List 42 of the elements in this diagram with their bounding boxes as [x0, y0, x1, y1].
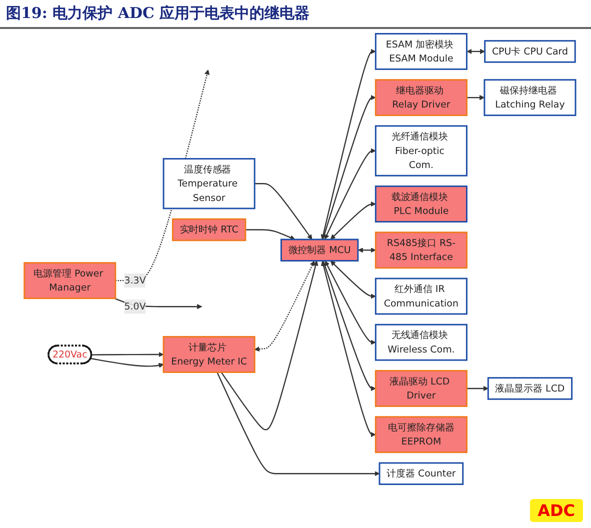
arrow	[216, 372, 380, 476]
arrow	[330, 201, 376, 240]
node-box: 温度传感器 Temperature Sensor	[162, 158, 256, 210]
node-box: 液晶显示器 LCD	[487, 377, 573, 400]
arrow	[114, 298, 202, 310]
arrow	[90, 358, 164, 368]
arrow	[466, 48, 486, 54]
node-box: RS485接口 RS-485 Interface	[374, 232, 468, 269]
arrow	[358, 248, 376, 253]
edge-label: 3.3V	[124, 274, 146, 286]
node-box: 微控制器 MCU	[280, 238, 359, 262]
arrow	[220, 260, 318, 430]
node-box: 计量芯片 Energy Meter IC	[162, 336, 256, 373]
edge-label: 5.0V	[124, 300, 146, 312]
arrow	[324, 260, 376, 345]
arrow	[466, 94, 485, 100]
node-box: 光纤通信模块 Fiber-optic Com.	[374, 125, 468, 176]
node-box: 红外通信 IR Communication	[374, 278, 468, 315]
arrow	[320, 48, 376, 240]
arrow	[324, 148, 376, 240]
node-box: 电可擦除存储器EEPROM	[374, 416, 468, 454]
node-box: CPU卡 CPU Card	[484, 40, 576, 63]
title: 图19: 电力保护 ADC 应用于电表中的继电器	[0, 0, 591, 29]
arrow	[330, 260, 376, 299]
arrow	[322, 260, 376, 392]
node-box: 实时时钟 RTC	[172, 218, 246, 242]
node-box: 磁保持继电器 Latching Relay	[484, 79, 576, 116]
node-box: 电源管理 Power Manager	[24, 262, 116, 300]
arrow	[466, 386, 488, 392]
star-badge-text: ADC	[530, 499, 583, 522]
node-box: 无线通信模块 Wireless Com.	[374, 324, 468, 361]
node-box: 计度器 Counter	[378, 462, 464, 485]
arrow	[92, 352, 164, 358]
node-box: 继电器驱动 Relay Driver	[374, 79, 468, 116]
arrow	[322, 94, 376, 240]
node-box: ESAM 加密模块 ESAM Module	[374, 32, 468, 70]
arrow	[254, 260, 315, 352]
node-box: 载波通信模块 PLC Module	[374, 186, 468, 222]
node-box: 液晶驱动 LCD Driver	[374, 370, 468, 407]
arrow	[321, 260, 376, 438]
arrow	[254, 183, 312, 240]
arrow	[245, 229, 296, 240]
